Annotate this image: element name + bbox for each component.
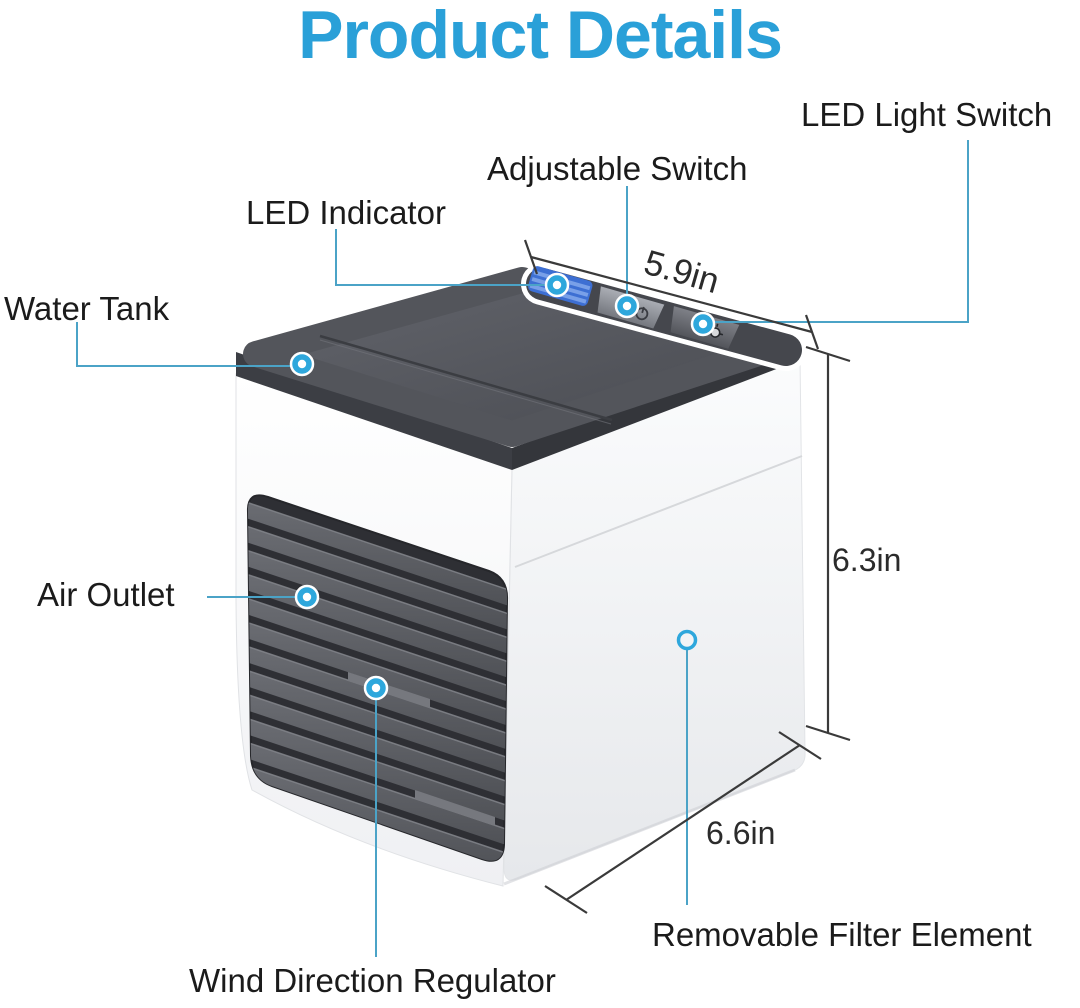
leader-lines — [76, 140, 969, 957]
cooler-body — [235, 263, 807, 887]
dimension-top-width — [523, 239, 820, 350]
dimension-label-height: 6.3in — [832, 542, 902, 578]
callout-marker-led-indicator — [544, 272, 570, 298]
dimension-label-depth: 6.6in — [706, 815, 776, 851]
page-title: Product Details — [298, 0, 783, 73]
callout-marker-air-outlet — [294, 584, 320, 610]
leader-led-light-switch — [713, 140, 969, 323]
callout-marker-wind-direction — [363, 675, 389, 701]
leader-led-indicator — [335, 229, 548, 286]
label-air-outlet: Air Outlet — [37, 576, 175, 613]
dimension-height — [805, 345, 851, 742]
callout-marker-removable-filter — [676, 629, 698, 651]
lid-seam — [319, 334, 613, 422]
callout-marker-adjustable-switch — [614, 293, 640, 319]
base-bottom-edge-right — [503, 768, 796, 886]
label-wind-direction-regulator: Wind Direction Regulator — [189, 962, 556, 999]
label-removable-filter-element: Removable Filter Element — [652, 916, 1032, 953]
callout-markers — [289, 272, 716, 701]
label-led-indicator: LED Indicator — [246, 194, 446, 231]
callout-marker-water-tank — [289, 351, 315, 377]
right-panel-seam — [514, 455, 803, 568]
dimension-depth — [544, 731, 822, 914]
label-adjustable-switch: Adjustable Switch — [487, 150, 748, 187]
callout-marker-led-light-switch — [690, 311, 716, 337]
label-water-tank: Water Tank — [4, 290, 170, 327]
leader-water-tank — [76, 322, 293, 367]
louver-slats — [247, 499, 508, 861]
label-led-light-switch: LED Light Switch — [801, 96, 1053, 133]
lid-seam-highlight — [319, 339, 612, 425]
dimension-lines — [523, 239, 851, 914]
